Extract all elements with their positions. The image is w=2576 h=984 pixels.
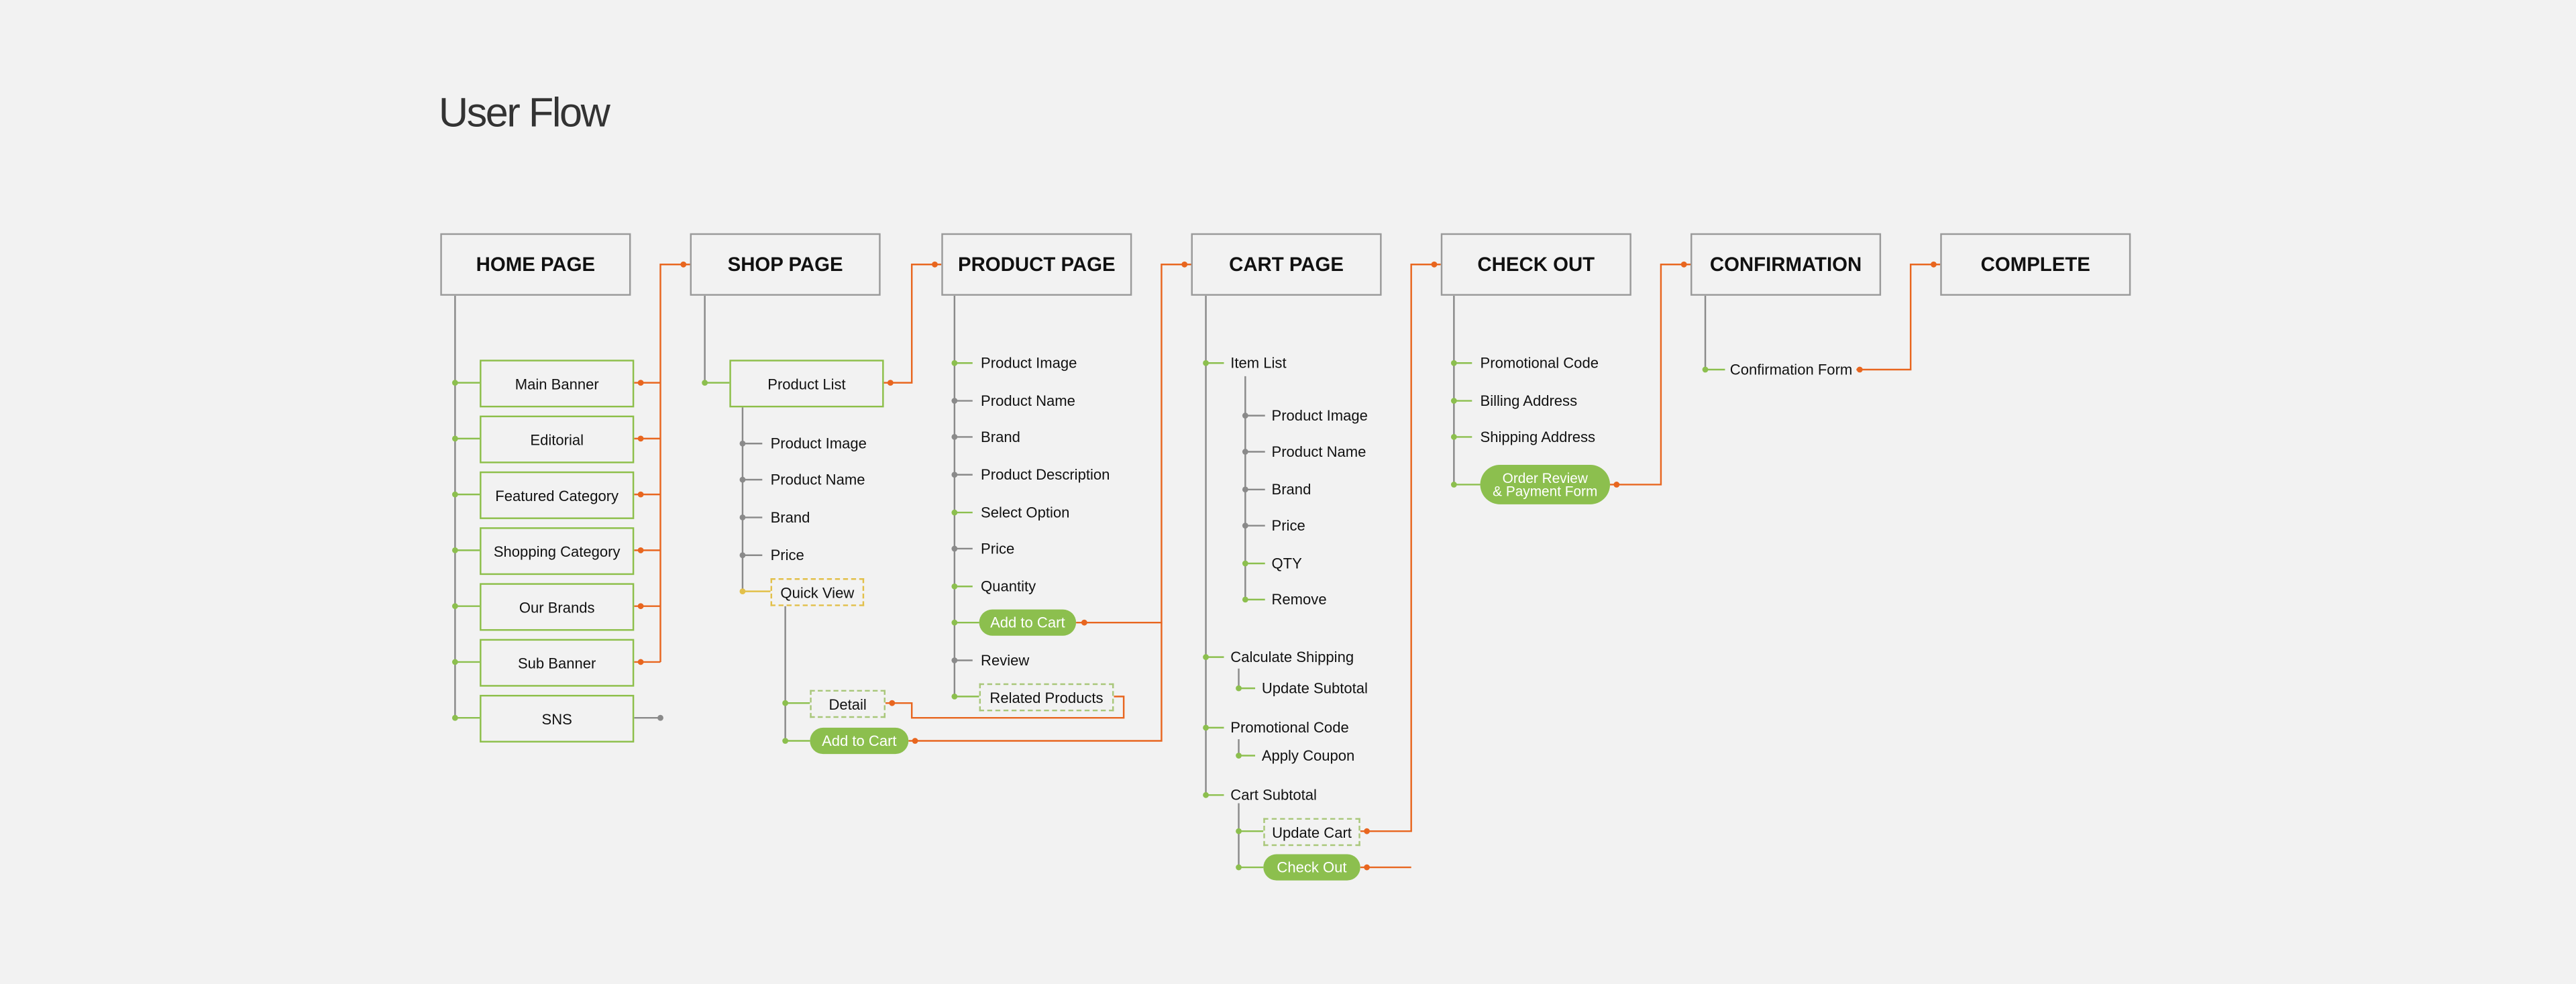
home-item-shopping-category[interactable]: Shopping Category bbox=[480, 527, 635, 576]
cart-detail-product-name: Product Name bbox=[1271, 443, 1366, 460]
checkout-billing-address[interactable]: Billing Address bbox=[1480, 392, 1578, 409]
product-item-description: Product Description bbox=[981, 466, 1110, 484]
cart-detail-brand: Brand bbox=[1271, 481, 1311, 498]
home-item-editorial[interactable]: Editorial bbox=[480, 415, 635, 463]
cart-page-node[interactable]: CART PAGE bbox=[1191, 233, 1382, 296]
cart-item-list: Item List bbox=[1230, 354, 1287, 372]
cart-detail-remove[interactable]: Remove bbox=[1271, 591, 1327, 608]
checkout-shipping-address[interactable]: Shipping Address bbox=[1480, 429, 1596, 445]
product-add-to-cart-button[interactable]: Add to Cart bbox=[979, 609, 1077, 636]
shop-quick-view[interactable]: Quick View bbox=[770, 578, 865, 606]
home-page-node[interactable]: HOME PAGE bbox=[440, 233, 631, 296]
checkout-order-review-button[interactable]: Order Review & Payment Form bbox=[1480, 465, 1611, 504]
cart-update-subtotal[interactable]: Update Subtotal bbox=[1261, 679, 1368, 697]
complete-node[interactable]: COMPLETE bbox=[1940, 233, 2131, 296]
product-related-products[interactable]: Related Products bbox=[979, 683, 1114, 712]
cart-update-cart-button[interactable]: Update Cart bbox=[1263, 818, 1360, 846]
shop-detail-product-image: Product Image bbox=[770, 435, 867, 452]
cart-detail-price: Price bbox=[1271, 517, 1305, 534]
confirmation-form[interactable]: Confirmation Form bbox=[1729, 361, 1853, 378]
cart-check-out-button[interactable]: Check Out bbox=[1263, 854, 1360, 881]
shop-detail-price: Price bbox=[770, 547, 804, 564]
product-item-price: Price bbox=[981, 540, 1015, 557]
product-item-name: Product Name bbox=[981, 392, 1075, 409]
cart-detail-product-image: Product Image bbox=[1271, 407, 1368, 424]
page-title: User Flow bbox=[438, 90, 610, 137]
order-review-line2: & Payment Form bbox=[1493, 483, 1598, 500]
product-item-select-option[interactable]: Select Option bbox=[981, 504, 1070, 521]
checkout-promotional-code[interactable]: Promotional Code bbox=[1480, 354, 1599, 372]
product-page-node[interactable]: PRODUCT PAGE bbox=[941, 233, 1132, 296]
home-item-main-banner[interactable]: Main Banner bbox=[480, 360, 635, 408]
product-item-quantity[interactable]: Quantity bbox=[981, 578, 1036, 595]
checkout-node[interactable]: CHECK OUT bbox=[1440, 233, 1631, 296]
home-item-featured-category[interactable]: Featured Category bbox=[480, 471, 635, 519]
cart-promotional-code[interactable]: Promotional Code bbox=[1230, 719, 1349, 736]
cart-calculate-shipping[interactable]: Calculate Shipping bbox=[1230, 649, 1354, 665]
order-review-line1: Order Review bbox=[1502, 469, 1588, 486]
cart-detail-qty[interactable]: QTY bbox=[1271, 555, 1302, 572]
shop-product-list[interactable]: Product List bbox=[729, 360, 884, 408]
home-item-our-brands[interactable]: Our Brands bbox=[480, 583, 635, 631]
product-item-image: Product Image bbox=[981, 354, 1077, 372]
shop-detail-brand: Brand bbox=[770, 509, 810, 526]
cart-apply-coupon[interactable]: Apply Coupon bbox=[1261, 747, 1355, 764]
shop-page-node[interactable]: SHOP PAGE bbox=[690, 233, 881, 296]
home-item-sub-banner[interactable]: Sub Banner bbox=[480, 639, 635, 687]
product-item-brand: Brand bbox=[981, 429, 1020, 445]
shop-add-to-cart-button[interactable]: Add to Cart bbox=[810, 727, 909, 755]
product-item-review: Review bbox=[981, 652, 1030, 669]
shop-detail-link[interactable]: Detail bbox=[810, 690, 886, 718]
home-item-sns[interactable]: SNS bbox=[480, 694, 635, 743]
confirmation-node[interactable]: CONFIRMATION bbox=[1690, 233, 1882, 296]
shop-detail-product-name: Product Name bbox=[770, 471, 865, 488]
cart-subtotal: Cart Subtotal bbox=[1230, 787, 1317, 804]
